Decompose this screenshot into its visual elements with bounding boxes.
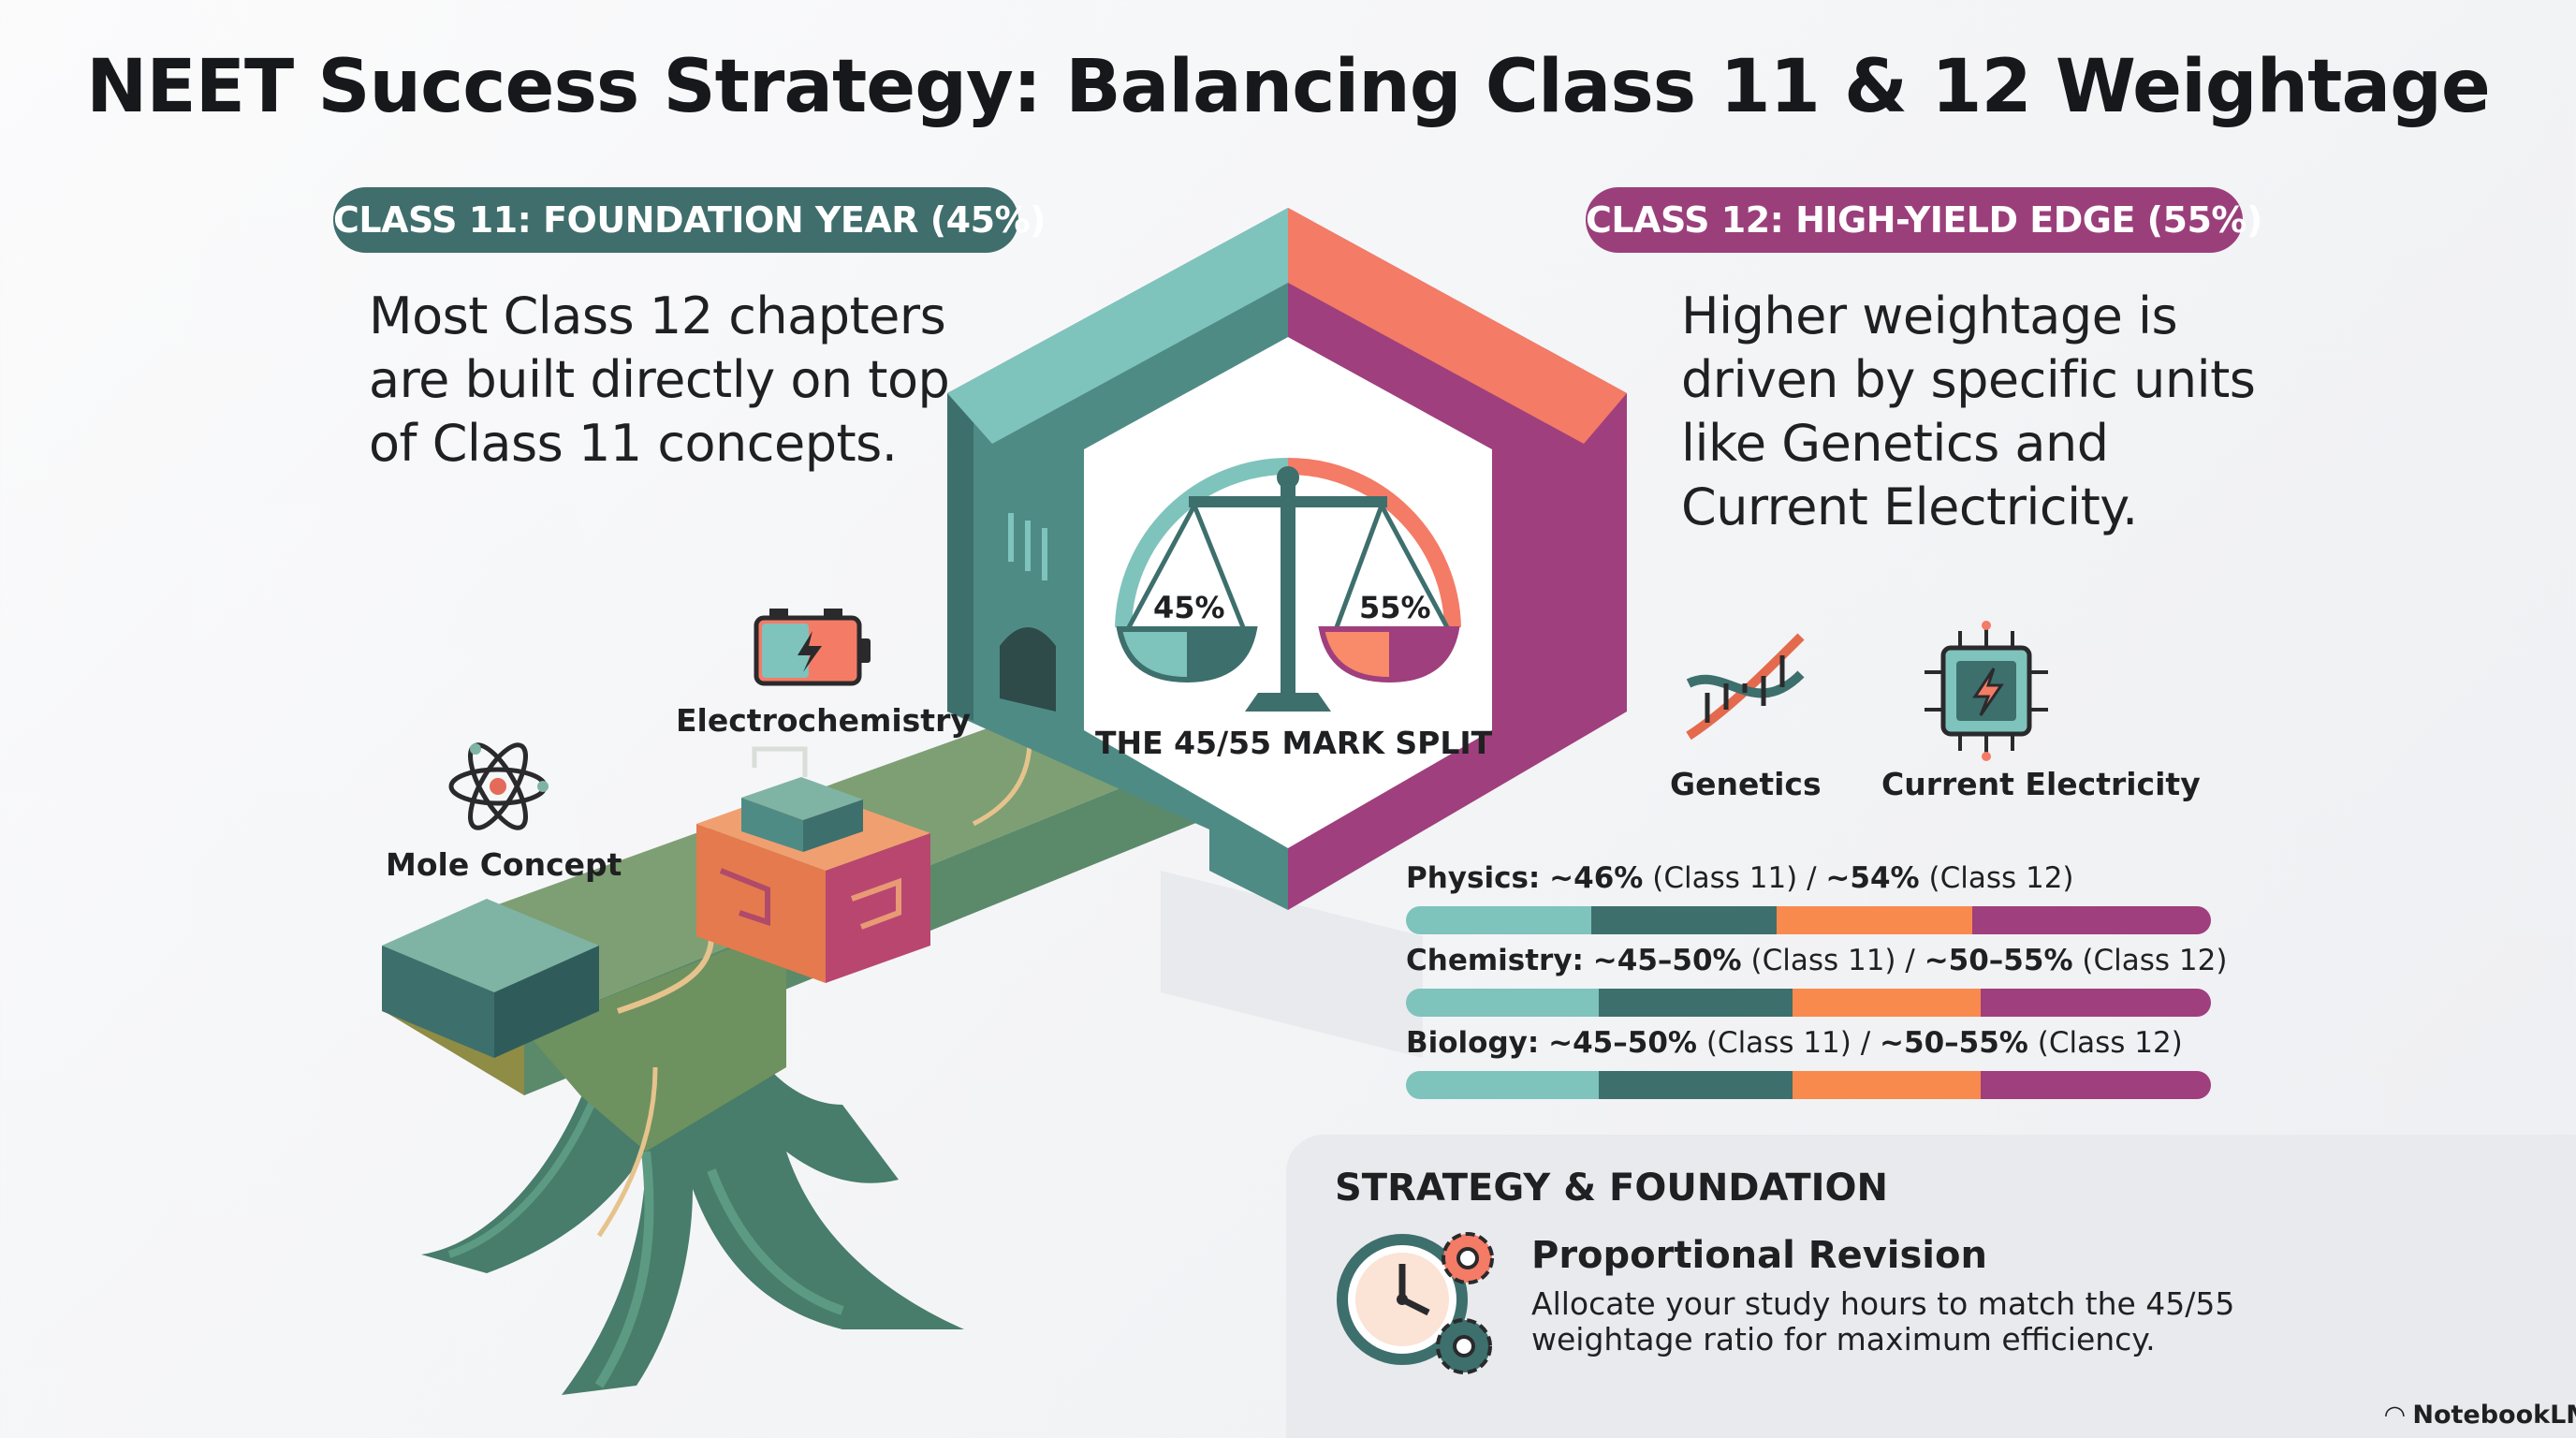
balance-scale-icon: [1115, 458, 1461, 712]
page-title: NEET Success Strategy: Balancing Class 1…: [86, 45, 2491, 129]
subject-name: Chemistry:: [1406, 944, 1584, 977]
mole-concept-block: [382, 899, 599, 1058]
current-electricity-label: Current Electricity: [1881, 766, 2201, 802]
subject-label: Biology: ~45–50% (Class 11) / ~50–55% (C…: [1406, 1022, 2211, 1064]
bar-segment-class11-dark: [1599, 1071, 1793, 1099]
circuit-chip-icon: [1925, 621, 2048, 761]
weightage-bar: [1406, 1071, 2211, 1099]
class11-share: ~46%: [1549, 861, 1644, 895]
subject-label: Physics: ~46% (Class 11) / ~54% (Class 1…: [1406, 858, 2211, 899]
weightage-bar: [1406, 906, 2211, 934]
subject-name: Biology:: [1406, 1026, 1540, 1060]
class11-unit: (Class 11) /: [1750, 944, 1915, 977]
class11-unit: (Class 11) /: [1652, 861, 1817, 895]
class11-share: ~45–50%: [1592, 944, 1742, 977]
bar-segment-class11-light: [1406, 1071, 1600, 1099]
class11-badge: CLASS 11: FOUNDATION YEAR (45%): [333, 187, 1046, 253]
bar-segment-class12-magenta: [1981, 989, 2211, 1017]
watermark-text: NotebookLM: [2412, 1401, 2576, 1430]
subject-row-physics: Physics: ~46% (Class 11) / ~54% (Class 1…: [1406, 858, 2211, 934]
battery-icon: [754, 609, 871, 686]
class12-unit: (Class 12): [2037, 1026, 2183, 1060]
bar-segment-class12-orange: [1792, 1071, 1982, 1099]
subject-name: Physics:: [1406, 861, 1541, 895]
bar-segment-class11-dark: [1599, 989, 1793, 1017]
bar-segment-class12-magenta: [1971, 906, 2211, 934]
proportional-revision-body: Allocate your study hours to match the 4…: [1531, 1285, 2235, 1357]
subject-row-chemistry: Chemistry: ~45–50% (Class 11) / ~50–55% …: [1406, 940, 2227, 1017]
class11-share: ~45–50%: [1548, 1026, 1697, 1060]
class12-unit: (Class 12): [1928, 861, 2074, 895]
mole-concept-label: Mole Concept: [386, 846, 622, 883]
drop-shadow: [1161, 871, 1423, 1058]
class12-description: Higher weightage is driven by specific u…: [1681, 286, 2256, 536]
class12-badge: CLASS 12: HIGH-YIELD EDGE (55%): [1586, 187, 2262, 253]
bar-segment-class11-light: [1406, 906, 1591, 934]
proportional-revision-title: Proportional Revision: [1531, 1234, 1987, 1277]
electrochemistry-label: Electrochemistry: [676, 702, 971, 739]
class12-share: ~50–55%: [1924, 944, 2073, 977]
class12-share: ~54%: [1825, 861, 1920, 895]
class12-share: ~50–55%: [1880, 1026, 2028, 1060]
atom-icon: [448, 742, 549, 830]
class11-percent: 45%: [1153, 590, 1225, 625]
bar-segment-class12-orange: [1776, 906, 1972, 934]
notebooklm-logo-icon: ◠: [2385, 1401, 2405, 1430]
subject-row-biology: Biology: ~45–50% (Class 11) / ~50–55% (C…: [1406, 1022, 2211, 1099]
genetics-label: Genetics: [1670, 766, 1822, 802]
notebooklm-watermark: ◠ NotebookLM: [2385, 1401, 2576, 1430]
bar-segment-class12-orange: [1792, 989, 1982, 1017]
clock-gears-icon: [1337, 1232, 1494, 1374]
dna-icon: [1686, 633, 1805, 741]
class12-percent: 55%: [1359, 590, 1431, 625]
class12-unit: (Class 12): [2082, 944, 2228, 977]
weightage-bar: [1406, 989, 2211, 1017]
strategy-heading: STRATEGY & FOUNDATION: [1335, 1167, 1888, 1210]
class11-description: Most Class 12 chapters are built directl…: [369, 286, 950, 473]
subject-label: Chemistry: ~45–50% (Class 11) / ~50–55% …: [1406, 940, 2227, 981]
bar-segment-class11-light: [1406, 989, 1600, 1017]
mark-split-label: THE 45/55 MARK SPLIT: [1095, 725, 1493, 761]
electrochemistry-cube: [696, 746, 930, 983]
strategy-panel: [1286, 1135, 2576, 1438]
tree-trunk: [421, 1039, 964, 1395]
class11-unit: (Class 11) /: [1705, 1026, 1871, 1060]
bar-segment-class12-magenta: [1981, 1071, 2211, 1099]
bar-segment-class11-dark: [1590, 906, 1777, 934]
